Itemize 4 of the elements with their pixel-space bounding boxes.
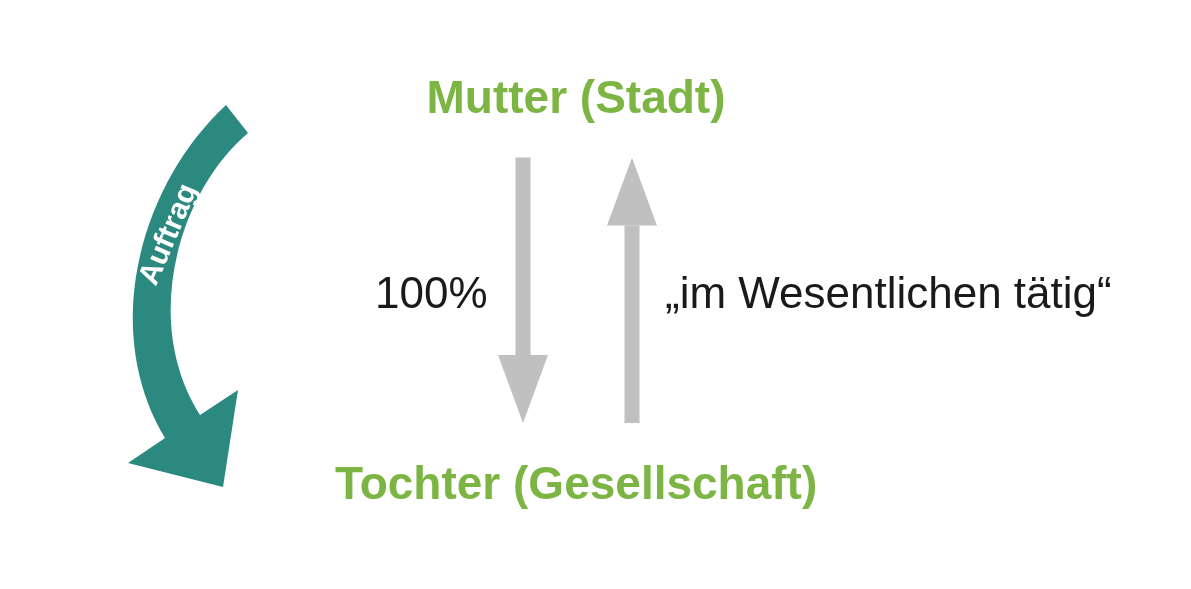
arrow: [607, 157, 657, 423]
arrow: [498, 157, 548, 423]
node-label: Mutter (Stadt): [426, 72, 726, 123]
node-label: Tochter (Gesellschaft): [335, 458, 818, 509]
